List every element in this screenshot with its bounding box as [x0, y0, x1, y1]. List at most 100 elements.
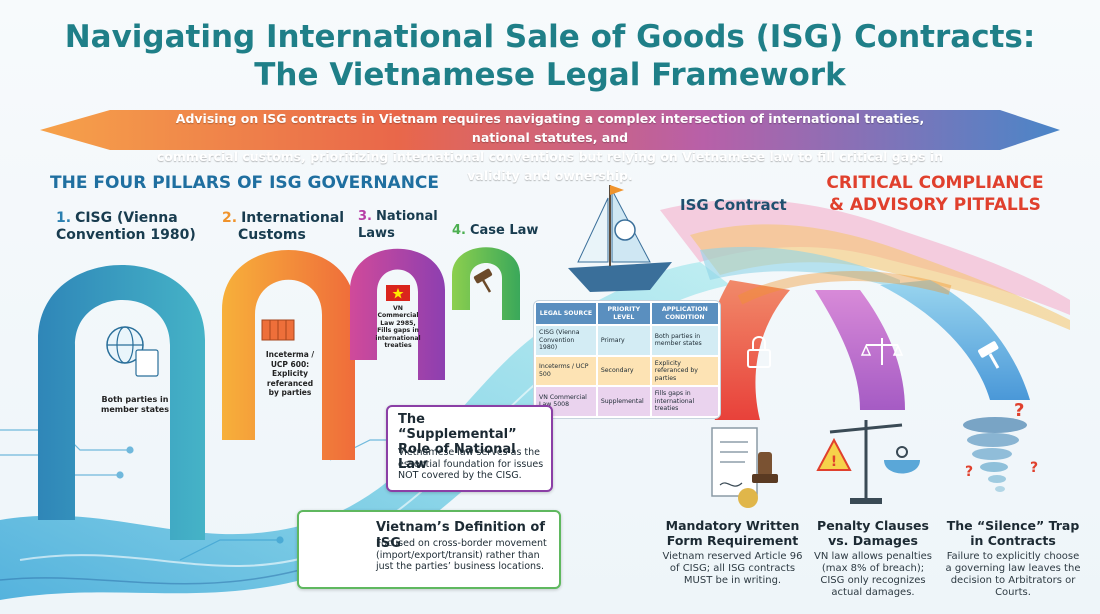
banner-line-2: commercial customs, prioritizing interna… — [156, 149, 944, 183]
pitfall-1-title: Mandatory Written Form Requirement — [660, 518, 805, 548]
pillar-1-label: 1.CISG (Vienna Convention 1980) — [56, 210, 196, 244]
pillar-3-note: VN Commercial Law 2985, Fills gaps in in… — [372, 305, 424, 349]
pillar-2-note-line-1: Inceterma / — [265, 350, 315, 359]
pitfall-written-form: Mandatory Written Form Requirement Vietn… — [660, 518, 805, 587]
pillar-1-note: Both parties in member states — [95, 395, 175, 414]
pillar-3-note-line-1: VN Commercial — [377, 305, 419, 320]
pitfall-2-body-line-2: (max 8% of breach); — [821, 563, 925, 574]
banner-line-1: Advising on ISG contracts in Vietnam req… — [175, 111, 925, 145]
penalty-scales-icon: ! — [816, 420, 920, 504]
pitfall-1-body-line-1: Vietnam reserved Article 96 — [662, 551, 803, 562]
table-cell: Both parties in member states — [651, 326, 718, 355]
pillar-1-note-line-1: Both parties in — [101, 395, 169, 404]
pillar-2-note-line-2: UCP 600: — [270, 359, 310, 369]
pillar-1-number: 1. — [56, 210, 72, 226]
pitfall-3-body-line-4: Courts. — [995, 587, 1031, 598]
svg-text:?: ? — [965, 464, 973, 480]
banner-ribbon — [40, 110, 1060, 150]
contract-wave — [660, 199, 1070, 330]
compliance-heading: CRITICAL COMPLIANCE & ADVISORY PITFALLS — [800, 172, 1070, 216]
pitfall-2-body-line-4: actual damages. — [831, 587, 915, 598]
pillars-heading: THE FOUR PILLARS OF ISG GOVERNANCE — [50, 173, 440, 193]
pitfall-3-body-line-3: decision to Arbitrators or — [950, 575, 1076, 586]
pitfall-silence-trap: The “Silence” Trap in Contracts Failure … — [938, 518, 1088, 599]
table-row: Inceterms / UCP 500 Secondary Explicity … — [536, 356, 718, 385]
pitfall-3-body-line-2: a governing law leaves the — [945, 563, 1081, 574]
definition-callout — [297, 510, 561, 589]
table-header-cell: PRIORITY LEVEL — [597, 303, 650, 324]
pillar-1-line-1: CISG (Vienna — [75, 210, 178, 226]
banner-text: Advising on ISG contracts in Vietnam req… — [150, 109, 950, 185]
pitfall-2-body-line-1: VN law allows penalties — [814, 551, 932, 562]
pitfall-3-title-line-2: in Contracts — [970, 533, 1056, 548]
pillar-4-number: 4. — [452, 223, 466, 238]
pitfall-2-title: Penalty Clauses vs. Damages — [808, 518, 938, 548]
svg-text:!: ! — [831, 454, 837, 470]
table-row: VN Commercial Law 5008 Supplemental Fill… — [536, 387, 718, 416]
pillar-2-line-2: Customs — [238, 227, 306, 243]
pillar-3-label: 3.National Laws — [358, 208, 438, 242]
gavel-stream-icon — [978, 341, 1000, 369]
arch-national-laws — [350, 248, 445, 380]
isg-contract-label: ISG Contract — [680, 196, 787, 214]
pillar-3-line-1: National — [375, 209, 438, 224]
pillar-2-line-1: International — [241, 210, 345, 226]
pitfall-1-body-line-3: MUST be in writing. — [683, 575, 782, 586]
table-cell: Supplemental — [597, 387, 650, 416]
compass-icon — [614, 219, 636, 241]
supplemental-body: Vietnamese law serves as the essential f… — [398, 447, 544, 481]
definition-body: Focused on cross-border movement (import… — [376, 538, 547, 572]
pillar-3-number: 3. — [358, 209, 372, 224]
svg-text:?: ? — [1030, 460, 1038, 476]
table-cell: Explicity referanced by parties — [651, 356, 718, 385]
pitfall-2-title-line-1: Penalty Clauses — [817, 518, 929, 533]
pitfall-2-title-line-2: vs. Damages — [828, 533, 918, 548]
table-header-cell: LEGAL SOURCE — [536, 303, 596, 324]
pitfall-3-body-line-1: Failure to explicitly choose — [946, 551, 1080, 562]
gavel-icon — [473, 268, 493, 293]
table-header-cell: APPLICATION CONDITION — [651, 303, 718, 324]
pillar-4-label: 4.Case Law — [452, 222, 538, 239]
vietnam-flag-icon — [386, 285, 410, 301]
arch-customs — [222, 250, 355, 460]
pitfall-1-title-line-1: Mandatory Written — [665, 518, 800, 533]
pillar-3-note-line-3: Fills gaps in — [377, 327, 419, 335]
title-line-1: Navigating International Sale of Goods (… — [64, 19, 1036, 55]
shipping-container-icon — [261, 319, 295, 341]
compliance-heading-line-1: CRITICAL COMPLIANCE — [826, 173, 1044, 193]
pitfall-1-title-line-2: Form Requirement — [666, 533, 799, 548]
pillar-2-number: 2. — [222, 210, 238, 226]
pitfall-penalty-clauses: Penalty Clauses vs. Damages VN law allow… — [808, 518, 938, 599]
table-cell: Secondary — [597, 356, 650, 385]
legal-source-table: LEGAL SOURCE PRIORITY LEVEL APPLICATION … — [533, 300, 721, 419]
contract-document-icon — [711, 427, 778, 508]
pillar-2-label: 2.International Customs — [222, 210, 344, 244]
pitfall-3-body: Failure to explicitly choose a governing… — [938, 551, 1088, 599]
tornado-icon: ? ? ? — [963, 400, 1038, 492]
supplemental-callout — [386, 405, 553, 492]
table-cell: Fills gaps in international treaties — [651, 387, 718, 416]
pitfall-3-title: The “Silence” Trap in Contracts — [938, 518, 1088, 548]
pillar-3-line-2: Laws — [358, 226, 395, 241]
arch-case-law — [452, 247, 520, 320]
table-row: CISG (Vienna Convention 1980) Primary Bo… — [536, 326, 718, 355]
definition-title: Vietnam’s Definition of ISG — [376, 520, 546, 551]
padlock-icon — [747, 336, 771, 368]
pillar-2-note: Inceterma / UCP 600: Explicity referance… — [255, 350, 325, 398]
pitfall-2-body-line-3: CISG only recognizes — [820, 575, 926, 586]
pillar-3-note-line-4: international — [375, 334, 421, 342]
pillar-2-note-line-4: by parties — [268, 388, 312, 397]
svg-text:?: ? — [1014, 400, 1024, 421]
sailboat-icon — [568, 185, 672, 292]
pitfall-2-body: VN law allows penalties (max 8% of breac… — [808, 551, 938, 599]
globe-icon — [106, 326, 144, 364]
table-cell: Primary — [597, 326, 650, 355]
scales-icon — [860, 338, 904, 365]
pitfall-1-body-line-2: of CISG; all ISG contracts — [669, 563, 796, 574]
page-title: Navigating International Sale of Goods (… — [0, 18, 1100, 94]
pillar-2-note-line-3: Explicity referanced — [266, 369, 314, 388]
compliance-heading-line-2: & ADVISORY PITFALLS — [829, 195, 1041, 215]
pillar-4-line-1: Case Law — [469, 223, 539, 238]
document-icon — [135, 349, 159, 377]
pillar-1-note-line-2: member states — [101, 404, 169, 414]
